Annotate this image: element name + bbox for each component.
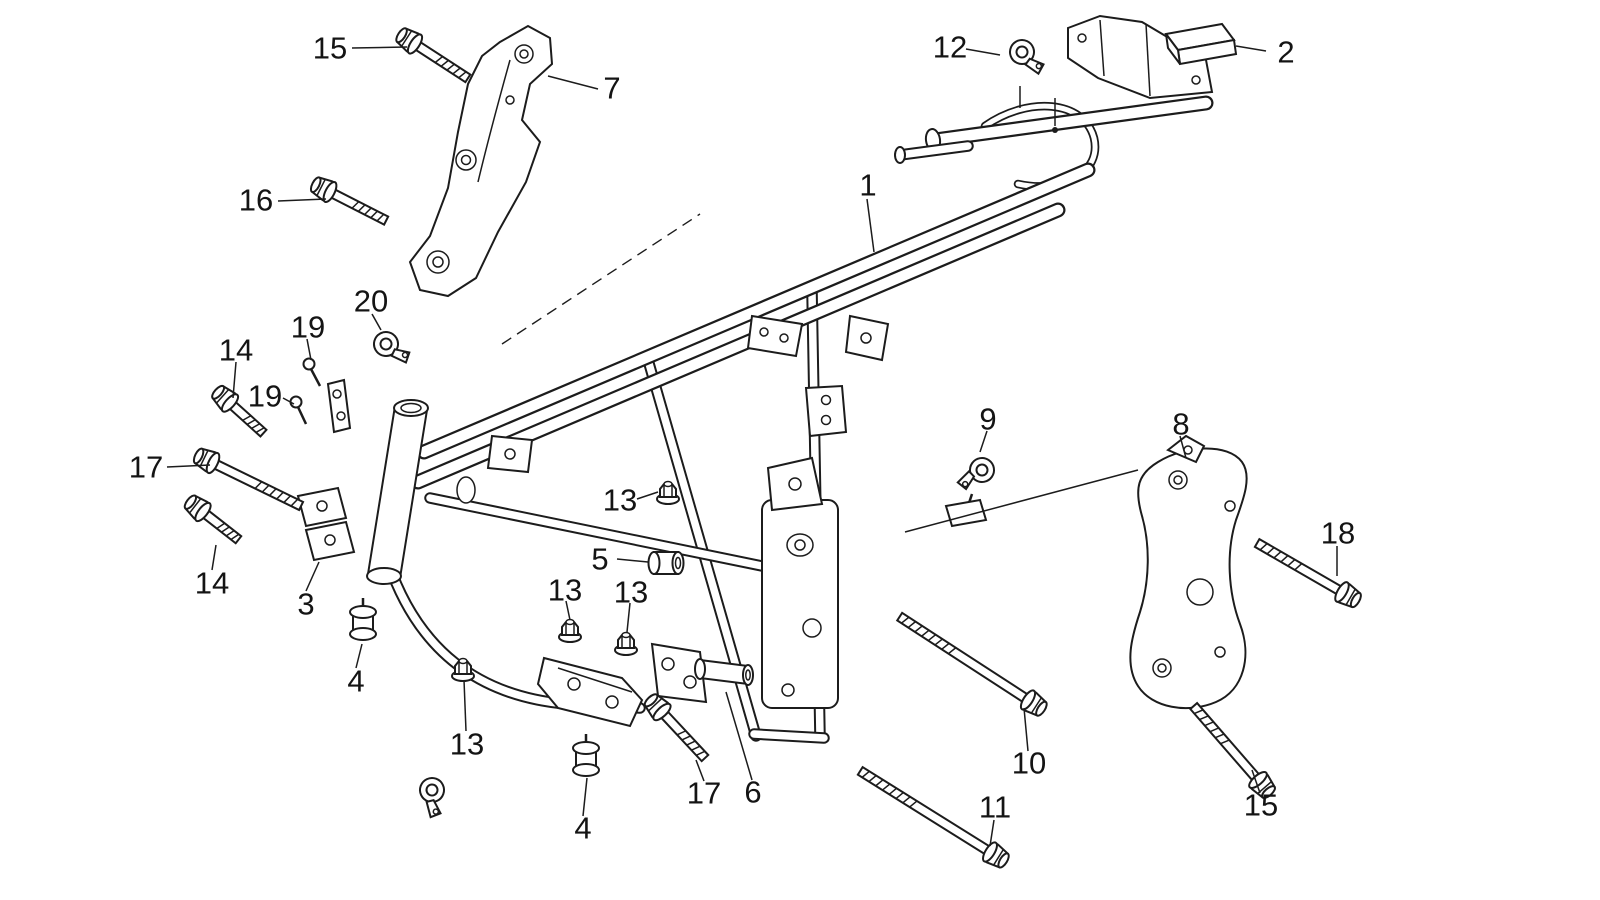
callout-19-upper: 19 (290, 309, 326, 345)
part-8-engine-bracket (1129, 434, 1248, 709)
callout-13-b: 13 (547, 572, 583, 608)
callout-6: 6 (744, 774, 762, 810)
part-6-spacer (650, 642, 754, 704)
callout-4-left: 4 (347, 663, 365, 699)
callout-14-upper: 14 (218, 332, 254, 368)
callout-14-lower: 14 (194, 565, 230, 601)
callout-19-lower: 19 (247, 378, 283, 414)
callout-10: 10 (1011, 745, 1047, 781)
part-9-clamp (944, 455, 998, 528)
callout-11: 11 (978, 789, 1012, 825)
part-12-clamp (1005, 34, 1047, 108)
callout-13-a: 13 (602, 482, 638, 518)
part-19-screws (289, 357, 352, 434)
callout-17-left: 17 (128, 449, 164, 485)
callout-7: 7 (603, 70, 621, 106)
callout-15-bottom: 15 (1243, 787, 1279, 823)
part-7-hanger-bracket (408, 24, 554, 298)
callout-1: 1 (859, 167, 877, 203)
callout-20: 20 (353, 283, 389, 319)
callout-17-bottom: 17 (686, 775, 722, 811)
part-2-block (1164, 22, 1238, 66)
callout-12: 12 (932, 29, 968, 65)
callout-5: 5 (591, 541, 609, 577)
callout-16: 16 (238, 182, 274, 218)
callout-2: 2 (1277, 34, 1295, 70)
callout-4-bottom: 4 (574, 810, 592, 846)
part-5-bushing (647, 551, 685, 575)
callout-13-d: 13 (449, 726, 485, 762)
part-3-bracket (296, 486, 356, 562)
callout-3: 3 (297, 586, 315, 622)
callout-13-c: 13 (613, 574, 649, 610)
callout-18: 18 (1320, 515, 1356, 551)
part-20-clamp (368, 324, 414, 374)
callout-15-top: 15 (312, 30, 348, 66)
lower-clamp (410, 773, 453, 821)
leader-lines (166, 45, 1338, 847)
callout-8: 8 (1172, 406, 1190, 442)
callout-9: 9 (979, 401, 997, 437)
